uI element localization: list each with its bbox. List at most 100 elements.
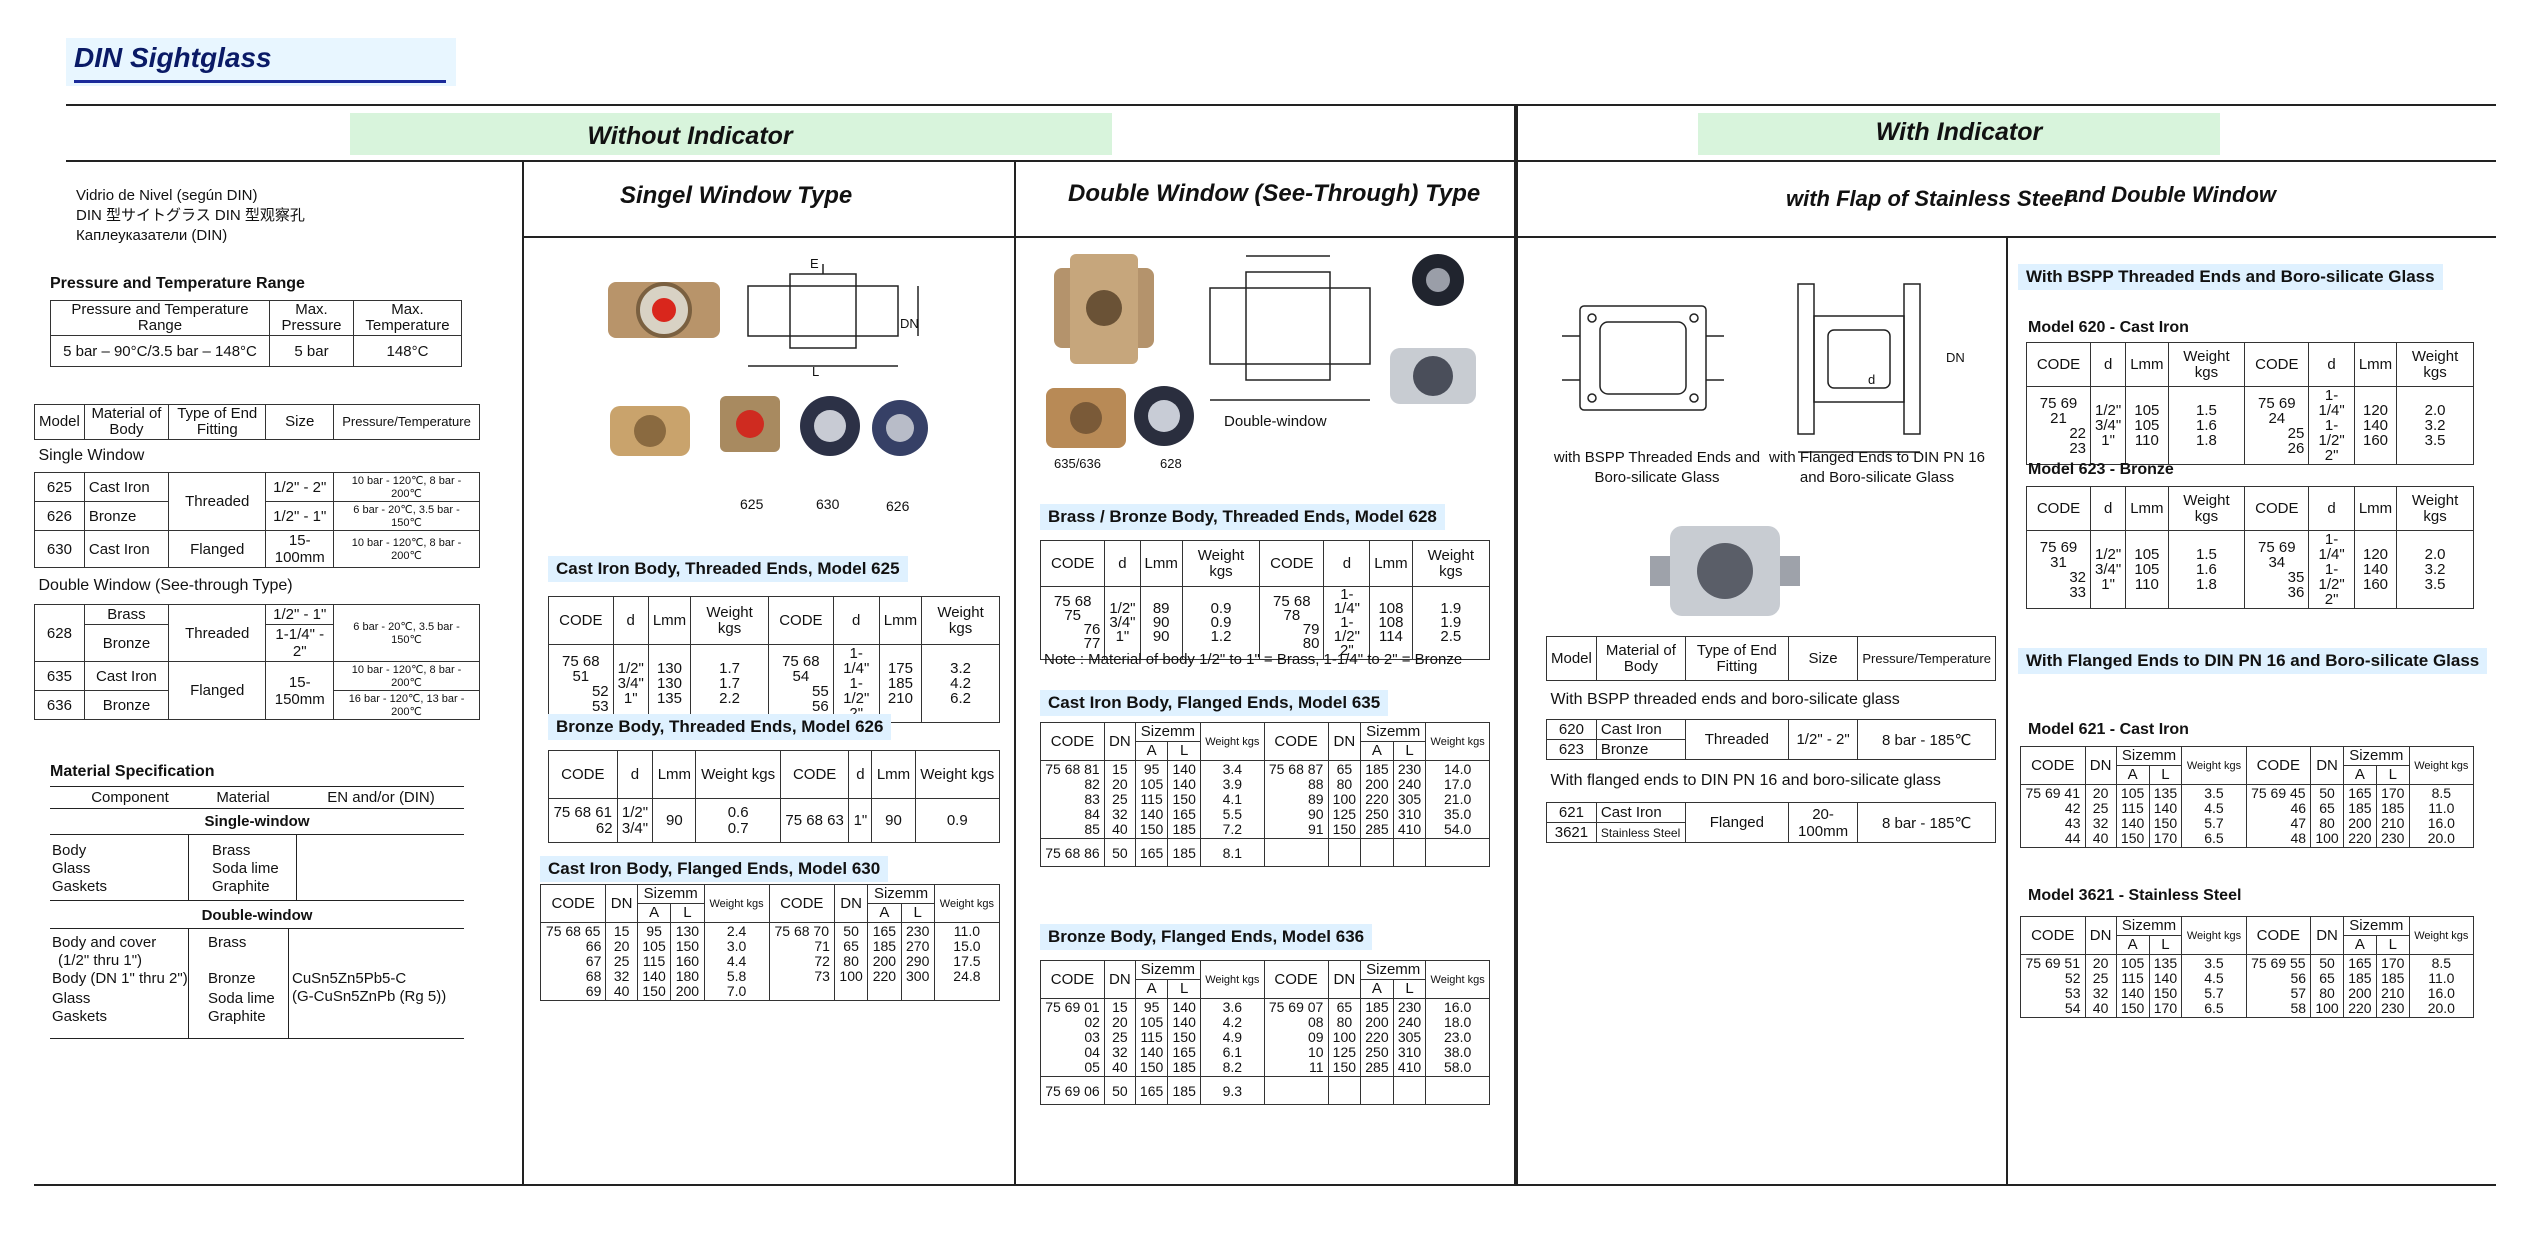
model-3621-title: Model 3621 - Stainless Steel bbox=[2028, 887, 2242, 904]
mat-d-soda-lime: Soda lime bbox=[208, 990, 275, 1007]
fr-size-threaded: 1/2" - 2" bbox=[1787, 719, 1859, 760]
fr-material-621: Cast Iron bbox=[1595, 802, 1686, 823]
sightglass-flange-photo bbox=[1390, 348, 1476, 404]
mat-rule-2 bbox=[50, 808, 464, 809]
h626-code: CODE bbox=[548, 750, 618, 799]
bottom-rule bbox=[34, 1184, 2496, 1186]
fr-material-620: Cast Iron bbox=[1595, 719, 1686, 740]
fr-size-header: Size bbox=[1787, 636, 1859, 681]
d-628-left: 1/2"3/4"1" bbox=[1104, 586, 1141, 660]
mat-gaskets: Gaskets bbox=[52, 878, 108, 895]
fr-model-621: 621 bbox=[1546, 802, 1597, 823]
h635-weight: Weight kgs bbox=[1199, 722, 1265, 761]
h635-code-2: CODE bbox=[1263, 722, 1329, 761]
max-pressure-header: Max. Pressure bbox=[269, 300, 354, 336]
end-fitting-flanged-2: Flanged bbox=[168, 661, 267, 720]
sightglass-drawing bbox=[747, 264, 919, 367]
h630-a-2: A bbox=[867, 903, 902, 923]
h621-dn: DN bbox=[2084, 746, 2117, 785]
h-code: CODE bbox=[548, 596, 614, 645]
h628-lmm-2: Lmm bbox=[1369, 540, 1413, 587]
h620-d: d bbox=[2090, 342, 2127, 387]
model-630: 630 bbox=[34, 530, 85, 568]
sightglass-628-photo bbox=[1134, 386, 1194, 446]
mat-brass: Brass bbox=[212, 842, 251, 859]
h626-weight: Weight kgs bbox=[695, 750, 781, 799]
h636-dn: DN bbox=[1103, 960, 1136, 999]
mat-single-label: Single-window bbox=[204, 813, 310, 830]
pt-value: 5 bar – 90°C/3.5 bar – 148°C bbox=[50, 335, 270, 367]
divider-3 bbox=[1514, 104, 1518, 1184]
fr-model-3621: 3621 bbox=[1546, 822, 1597, 843]
a-636-extra: 165 bbox=[1134, 1076, 1169, 1105]
with-band bbox=[1698, 113, 2220, 155]
fr-threaded: Threaded bbox=[1684, 719, 1789, 760]
pt-header-2: Pressure/Temperature bbox=[333, 404, 480, 440]
h635-weight-2: Weight kgs bbox=[1425, 722, 1490, 761]
h620-weight-2: Weight kgs bbox=[2396, 342, 2474, 387]
h626-d: d bbox=[616, 750, 654, 799]
h621-size-2: Sizemm bbox=[2342, 746, 2410, 766]
size-628b: 1-1/4" - 2" bbox=[265, 624, 335, 662]
caption-625: Cast Iron Body, Threaded Ends, Model 625 bbox=[548, 556, 908, 582]
size-626: 1/2" - 1" bbox=[265, 501, 335, 531]
fig-label-628: 628 bbox=[1160, 456, 1182, 471]
mat-d-body-dn: Body (DN 1" thru 2") bbox=[52, 970, 188, 987]
h3621-dn: DN bbox=[2084, 916, 2117, 955]
h630-a: A bbox=[636, 903, 672, 923]
mat-double-components: Body and cover (1/2" thru 1") Body (DN 1… bbox=[52, 934, 188, 1026]
dim-l: L bbox=[812, 364, 820, 379]
h-d: d bbox=[612, 596, 649, 645]
end-fitting-threaded-2: Threaded bbox=[168, 604, 267, 662]
with-indicator-label: With Indicator bbox=[1875, 118, 2043, 146]
note-628: Note : Material of body 1/2" to 1" = Bra… bbox=[1044, 651, 1463, 668]
h630-dn: DN bbox=[605, 884, 638, 923]
h628-weight: Weight kgs bbox=[1181, 540, 1261, 587]
h621-code-2: CODE bbox=[2245, 746, 2312, 785]
sightglass-630-photo bbox=[800, 396, 860, 456]
h630-l: L bbox=[670, 903, 705, 923]
fr-group-flanged: With flanged ends to DIN PN 16 and boro-… bbox=[1546, 759, 1996, 803]
sightglass-626-photo bbox=[610, 406, 690, 456]
code-635-extra: 75 68 86 bbox=[1040, 838, 1105, 867]
h626-lmm: Lmm bbox=[652, 750, 697, 799]
mat-d-size: (1/2" thru 1") bbox=[58, 952, 143, 969]
caption-630: Cast Iron Body, Flanged Ends, Model 630 bbox=[540, 856, 889, 882]
divider-2 bbox=[1014, 160, 1016, 1184]
pt-header: Pressure and Temperature Range bbox=[50, 300, 270, 336]
max-temp-header: Max. Temperature bbox=[352, 300, 463, 336]
mat-d-body-cover: Body and cover bbox=[52, 934, 157, 951]
model-636: 636 bbox=[34, 690, 85, 720]
mat-graphite: Graphite bbox=[212, 878, 270, 895]
mat-body: Body bbox=[52, 842, 87, 859]
size-header: Size bbox=[265, 404, 335, 440]
dim-e: E bbox=[810, 256, 819, 271]
flap-heading: with Flap of Stainless Steel bbox=[1786, 186, 2070, 211]
h635-l: L bbox=[1167, 741, 1201, 761]
